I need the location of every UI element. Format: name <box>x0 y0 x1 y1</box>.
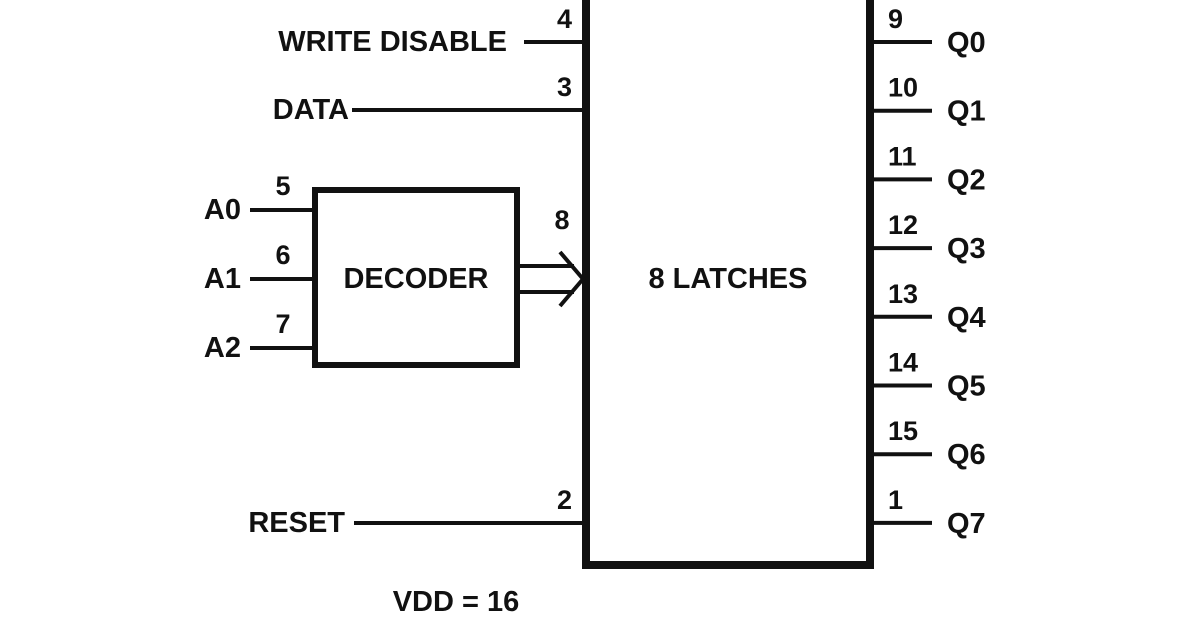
a1-pin: 6 <box>275 240 290 270</box>
output-label-q2: Q2 <box>947 164 986 196</box>
reset-label: RESET <box>248 507 345 539</box>
vdd-label: VDD = 16 <box>393 586 520 618</box>
a0-label: A0 <box>204 194 241 226</box>
output-label-q1: Q1 <box>947 96 986 128</box>
output-pin-q5: 14 <box>888 348 918 378</box>
a1-label: A1 <box>204 263 241 295</box>
output-pin-q2: 11 <box>888 141 917 171</box>
write-disable-label: WRITE DISABLE <box>278 26 507 58</box>
output-pin-q4: 13 <box>888 279 918 309</box>
latches-label: 8 LATCHES <box>649 263 808 295</box>
output-label-q0: Q0 <box>947 27 986 59</box>
output-pin-q1: 10 <box>888 73 918 103</box>
output-label-q5: Q5 <box>947 371 986 403</box>
decoder-box <box>312 187 520 368</box>
output-pin-q6: 15 <box>888 416 918 446</box>
reset-pin: 2 <box>557 485 572 515</box>
data-label: DATA <box>273 94 349 126</box>
a0-pin: 5 <box>275 171 290 201</box>
output-label-q3: Q3 <box>947 233 986 265</box>
decoder-bus-pin: 8 <box>554 205 569 235</box>
output-label-q7: Q7 <box>947 508 986 540</box>
latches-box <box>582 0 874 569</box>
output-label-q6: Q6 <box>947 439 986 471</box>
write-disable-pin: 4 <box>557 4 572 34</box>
decoder-label: DECODER <box>343 263 488 295</box>
output-pin-q7: 1 <box>888 485 903 515</box>
data-pin: 3 <box>557 72 572 102</box>
a2-pin: 7 <box>275 309 290 339</box>
output-label-q4: Q4 <box>947 302 986 334</box>
output-pin-q0: 9 <box>888 4 903 34</box>
output-pin-q3: 12 <box>888 210 918 240</box>
decoder-bus-arrow <box>517 250 586 308</box>
a2-label: A2 <box>204 332 241 364</box>
